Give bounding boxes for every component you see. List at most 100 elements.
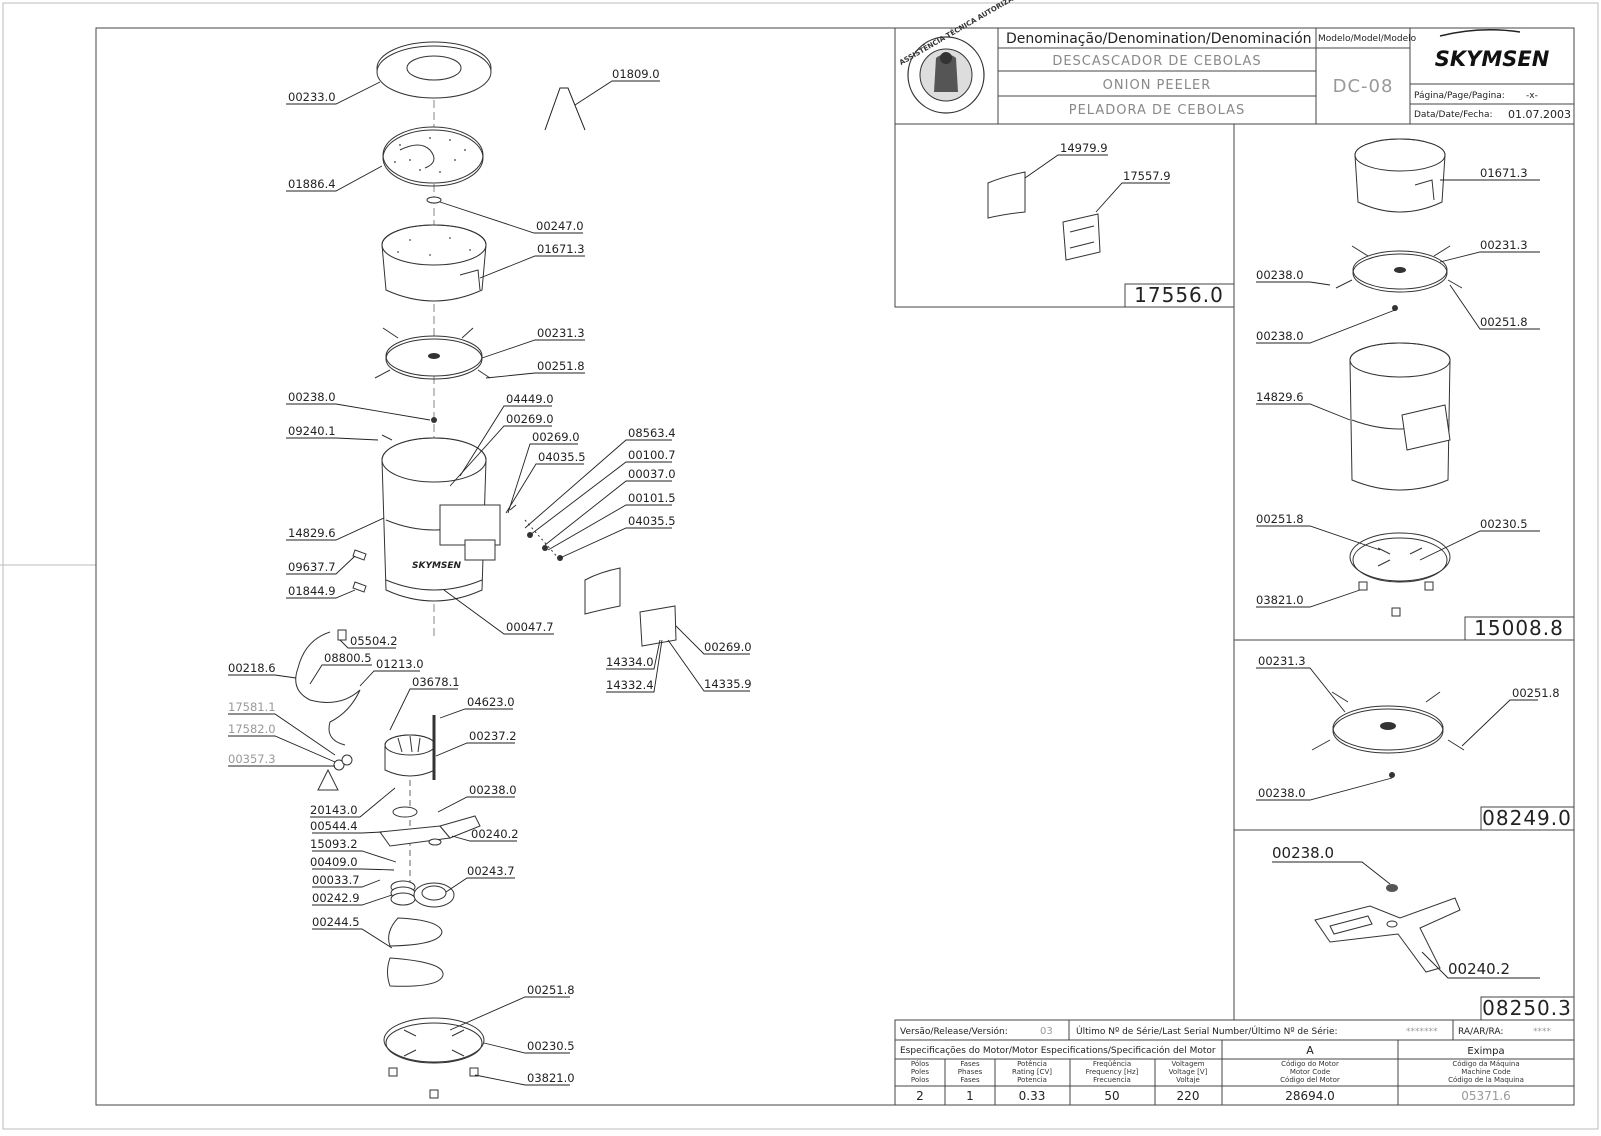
part-side-panel (584, 567, 621, 615)
part-label-09240-1: 09240.1 (288, 424, 336, 438)
svg-text:SKYMSEN: SKYMSEN (412, 561, 462, 571)
sub15008-label-00230-5: 00230.5 (1480, 517, 1528, 531)
part-wiring (295, 629, 361, 791)
part-base-ring (383, 1017, 485, 1099)
part-label-15093-2: 15093.2 (310, 837, 358, 851)
sub15008-code: 15008.8 (1474, 616, 1564, 640)
part-label-04035-5: 04035.5 (538, 450, 586, 464)
sub08249-label-00251-8: 00251.8 (1512, 686, 1560, 700)
part-label-01213-0: 01213.0 (376, 657, 424, 671)
name-es: PELADORA DE CEBOLAS (1069, 103, 1246, 118)
part-label-17581-1: 17581.1 (228, 700, 276, 714)
motor-col-a: A (1306, 1044, 1314, 1057)
v-volt: 220 (1177, 1089, 1200, 1103)
v-freq: 50 (1104, 1089, 1119, 1103)
sub08249-label-00238-0: 00238.0 (1258, 786, 1306, 800)
ra-value: **** (1533, 1027, 1552, 1037)
part-label-05504-2: 05504.2 (350, 634, 398, 648)
sub15008-label-03821-0: 03821.0 (1256, 593, 1304, 607)
part-label-00269-0-c: 00269.0 (704, 640, 752, 654)
h-power-es: Potencia (1017, 1076, 1047, 1084)
sub08249-code: 08249.0 (1482, 806, 1572, 830)
release-label: Versão/Release/Versión: (900, 1026, 1008, 1037)
release-value: 03 (1040, 1026, 1053, 1037)
part-label-00047-7: 00047.7 (506, 620, 554, 634)
model-value: DC-08 (1333, 76, 1394, 97)
h-poles-pt: Pólos (911, 1060, 929, 1068)
sub08249-label-00231-3: 00231.3 (1258, 654, 1306, 668)
h-machine-en: Machine Code (1461, 1068, 1510, 1076)
part-large-pulley (413, 882, 455, 908)
part-label-00218-6: 00218.6 (228, 661, 276, 675)
spec-values: 2 1 0.33 50 220 28694.0 05371.6 (916, 1089, 1511, 1103)
h-power-en: Rating [CV] (1012, 1068, 1052, 1076)
part-label-00244-5: 00244.5 (312, 915, 360, 929)
sub17556-label-17557-9: 17557.9 (1123, 169, 1171, 183)
sub15008-label-00251-8-b: 00251.8 (1256, 512, 1304, 526)
subassembly-15008: 01671.3 00231.3 00238.0 00251.8 00238.0 … (1256, 138, 1575, 641)
sub15008-label-01671-3: 01671.3 (1480, 166, 1528, 180)
h-volt-pt: Voltagem (1171, 1060, 1204, 1068)
date-value: 01.07.2003 (1508, 108, 1571, 121)
h-phases-es: Fases (960, 1076, 980, 1084)
part-housing: SKYMSEN (381, 437, 501, 602)
h-motor-en: Motor Code (1290, 1068, 1330, 1076)
serial-label: Último Nº de Série/Last Serial Number/Úl… (1076, 1025, 1338, 1037)
part-small-pulley (390, 880, 416, 906)
ra-label: RA/AR/RA: (1458, 1027, 1503, 1037)
skymsen-logo: SKYMSEN (1435, 29, 1550, 71)
h-volt-es: Voltaje (1176, 1076, 1200, 1084)
part-label-00269-0-b: 00269.0 (532, 430, 580, 444)
denomination-label: Denominação/Denomination/Denominación (1006, 31, 1312, 47)
date-label: Data/Date/Fecha: (1414, 110, 1493, 120)
motor-spec-label: Especificações do Motor/Motor Especifica… (900, 1045, 1216, 1056)
part-label-03821-0: 03821.0 (527, 1071, 575, 1085)
part-label-00238-0: 00238.0 (288, 390, 336, 404)
part-label-00247-0: 00247.0 (536, 219, 584, 233)
part-label-09637-7: 09637.7 (288, 560, 336, 574)
subassembly-08249: 00231.3 00251.8 00238.0 08249.0 (1256, 654, 1575, 831)
part-lid (376, 41, 492, 99)
footer-table: Versão/Release/Versión: 03 Último Nº de … (894, 1019, 1575, 1106)
sub08250-label-00240-2: 00240.2 (1448, 960, 1510, 978)
h-freq-en: Frequency [Hz] (1086, 1068, 1139, 1076)
page-value: -x- (1526, 91, 1538, 101)
part-label-03678-1: 03678.1 (412, 675, 460, 689)
main-exploded-view: SKYMSEN (228, 41, 752, 1099)
part-label-00231-3: 00231.3 (537, 326, 585, 340)
part-label-01886-4: 01886.4 (288, 177, 336, 191)
sub15008-label-00238-0-b: 00238.0 (1256, 329, 1304, 343)
part-bracket (639, 605, 677, 647)
brand-logo: SKYMSEN (1435, 47, 1550, 71)
part-label-00033-7: 00033.7 (312, 873, 360, 887)
h-volt-en: Voltage [V] (1169, 1068, 1208, 1076)
sub15008-label-00231-3: 00231.3 (1480, 238, 1528, 252)
part-label-00233-0: 00233.0 (288, 90, 336, 104)
name-en: ONION PEELER (1103, 78, 1212, 93)
part-label-00240-2: 00240.2 (471, 827, 519, 841)
h-freq-es: Frecuencia (1093, 1076, 1131, 1084)
title-block: ASSISTÊNCIA TÉCNICA AUTORIZADA Denominaç… (894, 0, 1575, 125)
part-label-00238-0-b: 00238.0 (469, 783, 517, 797)
part-label-00251-8: 00251.8 (537, 359, 585, 373)
sub17556-label-14979-9: 14979.9 (1060, 141, 1108, 155)
part-motor (384, 734, 436, 777)
part-label-04035-5-b: 04035.5 (628, 514, 676, 528)
subassembly-frames (894, 123, 1575, 1021)
v-machine-code: 05371.6 (1461, 1089, 1511, 1103)
main-part-labels: 00233.0 01809.0 01886.4 00247.0 01671.3 … (228, 67, 752, 1085)
sub17556-code: 17556.0 (1134, 283, 1224, 307)
model-label: Modelo/Model/Modelo (1318, 34, 1417, 44)
h-machine-pt: Código da Máquina (1452, 1060, 1519, 1068)
part-label-00243-7: 00243.7 (467, 864, 515, 878)
spec-headers: Pólos Poles Polos Fases Phases Fases Pot… (911, 1060, 1524, 1084)
part-label-00251-8-b: 00251.8 (527, 983, 575, 997)
part-label-14829-6: 14829.6 (288, 526, 336, 540)
part-belt (387, 917, 444, 987)
h-phases-en: Phases (958, 1068, 983, 1076)
page-label: Página/Page/Pagina: (1414, 91, 1505, 101)
v-power: 0.33 (1019, 1089, 1046, 1103)
h-poles-en: Poles (911, 1068, 930, 1076)
part-label-00100-7: 00100.7 (628, 448, 676, 462)
serial-value: ******* (1406, 1027, 1438, 1037)
